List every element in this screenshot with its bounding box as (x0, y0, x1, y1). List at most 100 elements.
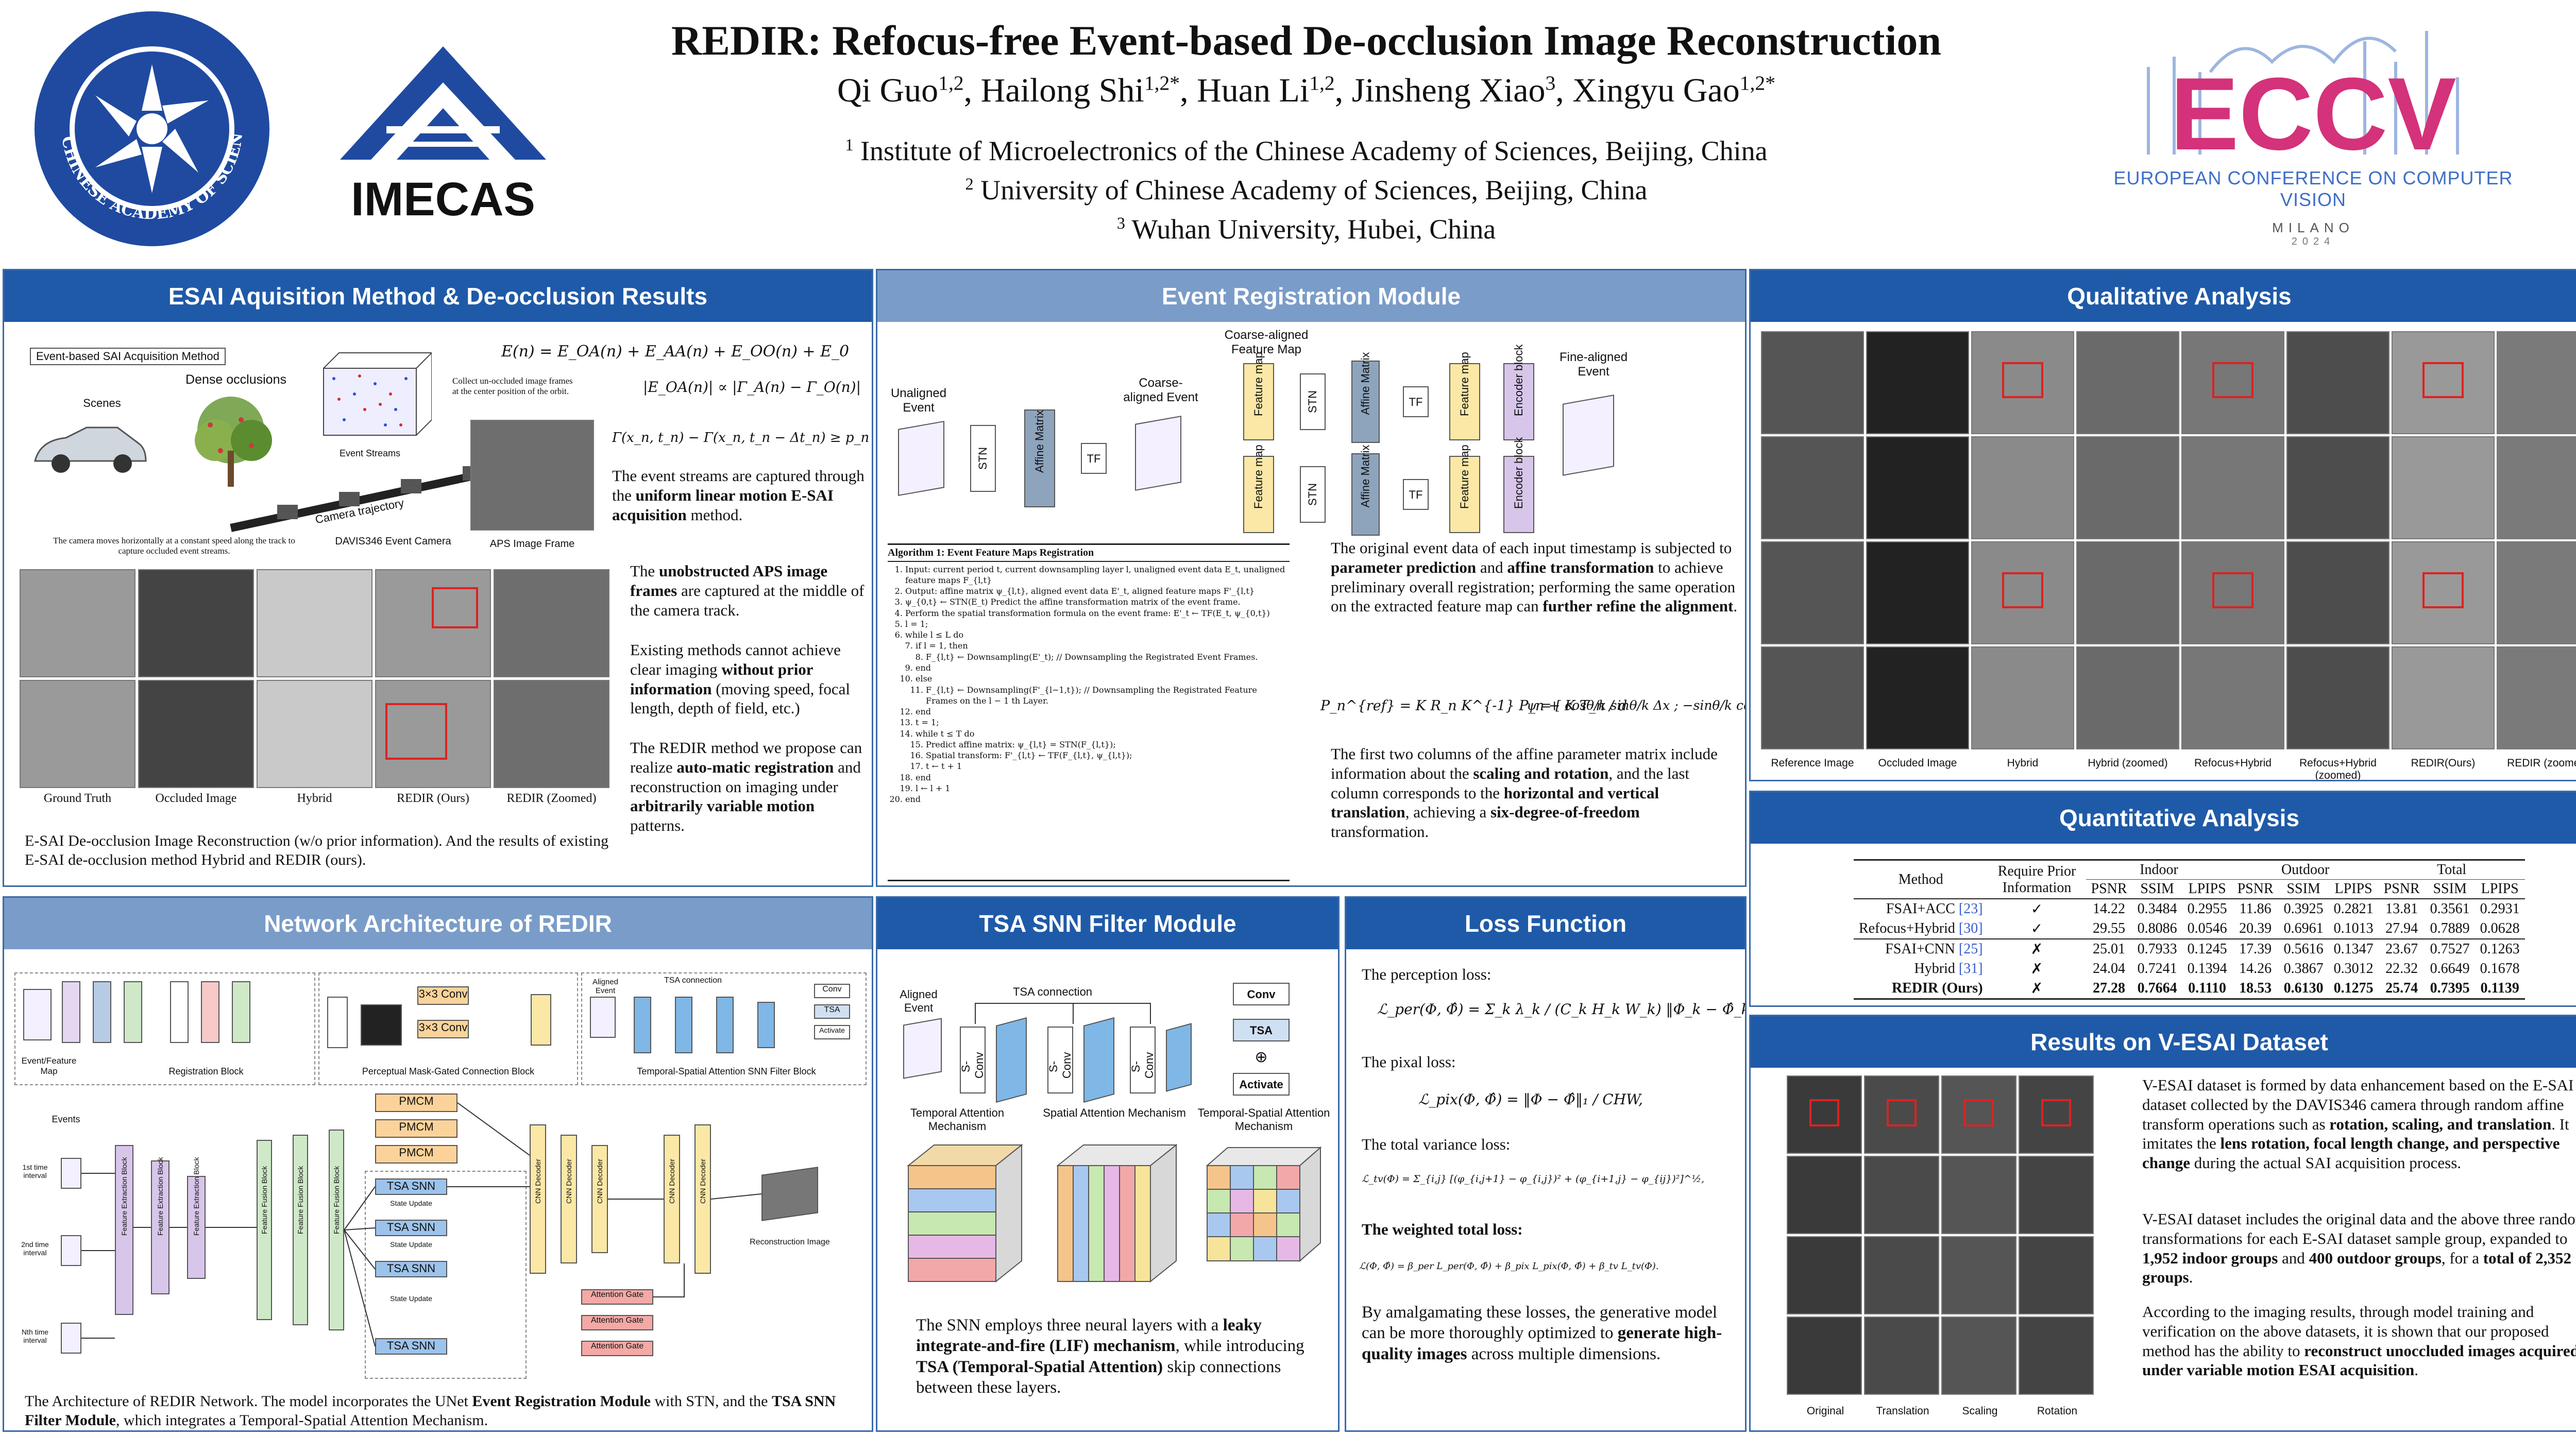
panel-title: ESAI Aquisition Method & De-occlusion Re… (4, 270, 872, 322)
vesai-caption: Rotation (2037, 1405, 2078, 1417)
equation-event-proportion: |E_OA(n)| ∝ |Γ_A(n) − Γ_O(n)| (643, 379, 861, 396)
feature-block (62, 981, 80, 1043)
result-image (2497, 331, 2576, 434)
equation-tv-loss: ℒ_tv(Φ) = Σ_{i,j} [(φ_{i,j+1} − φ_{i,j})… (1362, 1173, 1705, 1185)
spatial-attention-cube (1047, 1135, 1181, 1305)
tsa-snn-block: TSA SNN (375, 1338, 447, 1355)
result-image (138, 569, 254, 677)
result-image (2392, 436, 2495, 539)
label-tsam: Temporal-Spatial Attention Mechanism (1197, 1106, 1330, 1133)
text-event-capture: The event streams are captured through t… (612, 467, 865, 524)
stn-block: STN (1300, 466, 1326, 523)
conv-step: Conv (1233, 983, 1290, 1005)
sconv-block: S-Conv (959, 1027, 986, 1093)
result-image (1761, 541, 1864, 644)
zoom-box (2422, 572, 2464, 608)
result-image (494, 569, 609, 677)
result-image (2392, 331, 2495, 434)
result-image (1787, 1317, 1862, 1395)
event-frame (61, 1158, 81, 1189)
result-image (1864, 1317, 1939, 1395)
equation-affine-matrix: ψ = [ cosθ/k sinθ/k Δx ; −sinθ/k cosθ/k … (1527, 698, 1745, 713)
result-image (2181, 541, 2284, 644)
architecture-diagram: Events 1st time interval 2nd time interv… (14, 1093, 865, 1392)
event-frame (903, 1018, 942, 1079)
author-list: Qi Guo1,2, Hailong Shi1,2*, Huan Li1,2, … (837, 72, 1776, 109)
label-event-streams: Event Streams (339, 448, 401, 458)
label-registration-block: Registration Block (168, 1066, 244, 1076)
result-image (2076, 436, 2179, 539)
label-state-update: State Update (390, 1294, 432, 1303)
result-image (20, 569, 135, 677)
result-image (1971, 436, 2074, 539)
feature-fusion-block: Feature Fusion Block (257, 1140, 272, 1320)
sconv-block (675, 997, 692, 1053)
qual-caption: Occluded Image (1878, 757, 1957, 769)
feature-fusion-block: Feature Fusion Block (293, 1135, 308, 1325)
panel-title: Quantitative Analysis (1751, 792, 2576, 844)
result-image (1941, 1075, 2016, 1154)
panel-title: Loss Function (1346, 898, 1745, 949)
feature-map-block: Feature map (1243, 352, 1274, 440)
algorithm-box: Algorithm 1: Event Feature Maps Registra… (888, 543, 1290, 881)
feature-block (170, 981, 189, 1043)
text-loss: By amalgamating these losses, the genera… (1362, 1303, 1722, 1363)
result-image (2497, 541, 2576, 644)
zoom-box (2002, 572, 2043, 608)
cnn-decoder: CNN Decoder (591, 1145, 608, 1253)
text-redir-method: The REDIR method we propose can realize … (630, 739, 862, 835)
result-image (2181, 331, 2284, 434)
activate-step: Activate (1233, 1073, 1290, 1096)
label-events: Events (52, 1114, 80, 1124)
result-image (375, 680, 491, 788)
eccv-logo: ECCV EUROPEAN CONFERENCE ON COMPUTER VIS… (2107, 10, 2519, 252)
feature-map-block: Feature map (1449, 445, 1480, 533)
result-image (1971, 541, 2074, 644)
plus-icon: ⊕ (1255, 1049, 1268, 1066)
result-image (1864, 1236, 1939, 1314)
text-vesai-3: According to the imaging results, throug… (2142, 1303, 2576, 1379)
algorithm-lines: Input: current period t, current downsam… (888, 564, 1290, 805)
feature-block (1166, 1023, 1192, 1092)
panel-vesai: Results on V-ESAI Dataset Original Trans… (1749, 1015, 2576, 1432)
result-image (2076, 331, 2179, 434)
event-frame (61, 1235, 81, 1266)
result-image (2497, 646, 2576, 749)
label-aps: APS Image Frame (489, 538, 575, 550)
label-scenes: Scenes (83, 397, 121, 409)
car-illustration (30, 420, 148, 476)
temporal-spatial-attention-cube (1197, 1140, 1326, 1284)
qual-caption: REDIR(Ours) (2411, 757, 2476, 769)
label-tsa-connection: TSA connection (1012, 985, 1093, 998)
feature-fusion-block: Feature Fusion Block (329, 1130, 344, 1330)
affine-block: Affine Matrix (1024, 409, 1055, 507)
zoom-box (2422, 362, 2464, 398)
author: Xingyu Gao (1572, 72, 1740, 109)
result-image (138, 680, 254, 788)
registration-block-figure: Event/Feature Map Registration Block (14, 972, 315, 1085)
result-image (1941, 1236, 2016, 1314)
feature-block (996, 1017, 1027, 1103)
result-image (2019, 1156, 2094, 1234)
qual-caption: Refocus+Hybrid (2194, 757, 2272, 769)
temporal-attention-cube (898, 1135, 1027, 1305)
conv-mini: Conv (814, 984, 850, 998)
acquisition-box-label: Event-based SAI Acquisition Method (30, 348, 226, 365)
tsa-connection-arcs (975, 1003, 1151, 1024)
label-state-update: State Update (390, 1240, 432, 1249)
text-existing-methods: Existing methods cannot achieve clear im… (630, 641, 851, 717)
svg-text:ECCV: ECCV (2170, 57, 2456, 165)
label-sam: Spatial Attention Mechanism (1043, 1106, 1186, 1119)
label-tv-loss: The total variance loss: (1362, 1135, 1511, 1153)
label-tsa-block: Temporal-Spatial Attention SNN Filter Bl… (637, 1066, 816, 1076)
pmcb-figure: 3×3 Conv 3×3 Conv Perceptual Mask-Gated … (318, 972, 578, 1085)
qual-caption: Refocus+Hybrid (zoomed) (2299, 757, 2377, 781)
panel-title: Results on V-ESAI Dataset (1751, 1016, 2576, 1068)
cnn-decoder: CNN Decoder (694, 1124, 711, 1274)
zoom-box (2002, 362, 2043, 398)
label-davis: DAVIS346 Event Camera (335, 536, 451, 547)
